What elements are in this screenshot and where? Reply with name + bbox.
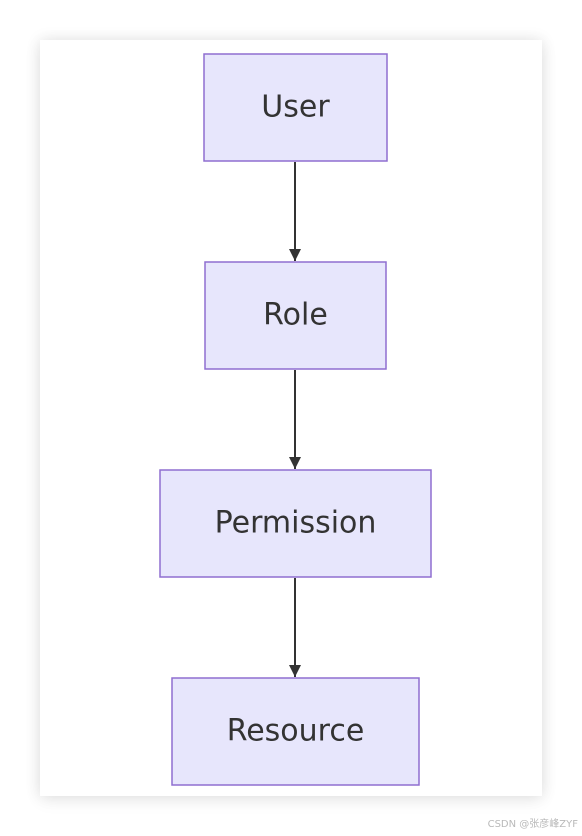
node-role-label: Role [263, 298, 328, 333]
node-user-label: User [261, 90, 330, 125]
node-user: User [203, 53, 388, 162]
node-permission-label: Permission [215, 506, 377, 541]
node-resource: Resource [171, 677, 420, 786]
node-permission: Permission [159, 469, 432, 578]
watermark: CSDN @张彦峰ZYF [487, 819, 578, 830]
node-role: Role [204, 261, 387, 370]
node-resource-label: Resource [227, 714, 365, 749]
